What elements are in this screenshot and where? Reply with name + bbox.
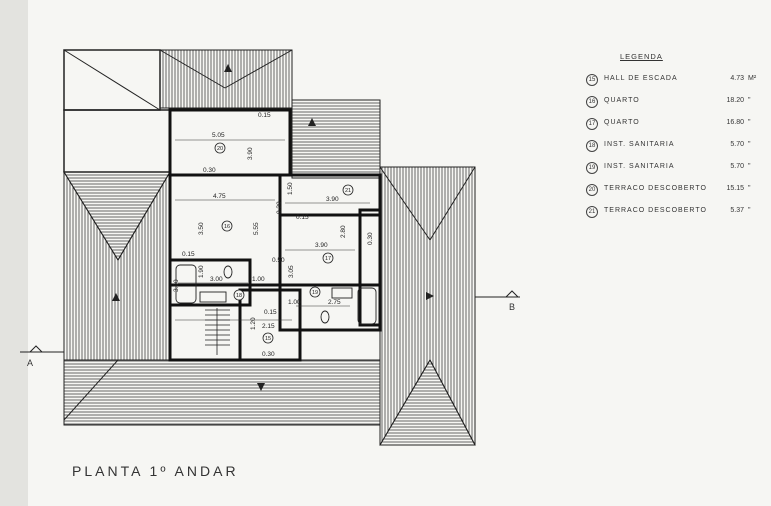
legend-label: INST. SANITARIA xyxy=(604,163,675,170)
dim-300b: 3.00 xyxy=(173,279,180,292)
legend-ditto: " xyxy=(748,207,751,214)
upper-terrace-block xyxy=(63,49,171,173)
legend-area: 4.73 xyxy=(730,75,744,82)
legend-row: 20 TERRACO DESCOBERTO 15.15 " xyxy=(580,184,760,198)
legend-number: 20 xyxy=(586,184,598,196)
dim-390b: 3.90 xyxy=(326,196,339,203)
room-15-label: 15 xyxy=(265,336,271,342)
legend-area: 16.80 xyxy=(726,119,744,126)
dim-030d: 0.30 xyxy=(262,351,275,358)
legend-number: 17 xyxy=(586,118,598,130)
room-16-label: 16 xyxy=(224,224,230,230)
legend-label: QUARTO xyxy=(604,97,640,104)
legend-number: 16 xyxy=(586,96,598,108)
dim-150: 1.50 xyxy=(287,182,294,195)
dim-215: 2.15 xyxy=(262,323,275,330)
legend-label: HALL DE ESCADA xyxy=(604,75,678,82)
legend-area: 5.70 xyxy=(730,163,744,170)
legend-area: 5.37 xyxy=(730,207,744,214)
legend-ditto: " xyxy=(748,119,751,126)
legend-label: INST. SANITARIA xyxy=(604,141,675,148)
legend-unit: M² xyxy=(748,75,757,82)
drawing-title: PLANTA 1º ANDAR xyxy=(72,463,239,479)
dim-390a: 3.90 xyxy=(247,147,254,160)
section-a-label: A xyxy=(27,358,34,368)
dim-015a: 0.15 xyxy=(258,112,271,119)
dim-305: 3.05 xyxy=(288,265,295,278)
dim-015d: 0.15 xyxy=(264,309,277,316)
legend-row: 16 QUARTO 18.20 " xyxy=(580,96,760,110)
dim-390c: 3.90 xyxy=(315,242,328,249)
legend-row: 21 TERRACO DESCOBERTO 5.37 " xyxy=(580,206,760,220)
room-19-label: 19 xyxy=(312,290,318,296)
dim-275: 2.75 xyxy=(328,299,341,306)
room-17-label: 17 xyxy=(325,256,331,262)
dim-100a: 1.00 xyxy=(252,276,265,283)
legend-label: TERRACO DESCOBERTO xyxy=(604,185,707,192)
legend-ditto: " xyxy=(748,185,751,192)
dim-555: 5.55 xyxy=(253,222,260,235)
legend-ditto: " xyxy=(748,163,751,170)
legend-row: 15 HALL DE ESCADA 4.73 M² xyxy=(580,74,760,88)
legend-number: 18 xyxy=(586,140,598,152)
legend-area: 15.15 xyxy=(726,185,744,192)
dimension-lines xyxy=(175,139,370,321)
legend-row: 17 QUARTO 16.80 " xyxy=(580,118,760,132)
dim-100b: 1.00 xyxy=(288,299,301,306)
legend-row: 18 INST. SANITARIA 5.70 " xyxy=(580,140,760,154)
legend-label: TERRACO DESCOBERTO xyxy=(604,207,707,214)
scan-shadow xyxy=(0,0,28,506)
dim-030c: 0.30 xyxy=(367,232,374,245)
room-18-label: 18 xyxy=(236,293,242,299)
walls xyxy=(168,108,382,362)
legend-area: 5.70 xyxy=(730,141,744,148)
legend-label: QUARTO xyxy=(604,119,640,126)
legend-row: 19 INST. SANITARIA 5.70 " xyxy=(580,162,760,176)
room-20-label: 20 xyxy=(217,146,223,152)
legend-area: 18.20 xyxy=(726,97,744,104)
section-markers xyxy=(20,290,520,353)
dim-015c: 0.15 xyxy=(182,251,195,258)
roof-slope-arrows xyxy=(112,64,434,391)
dim-475: 4.75 xyxy=(213,193,226,200)
dim-030a: 0.30 xyxy=(203,167,216,174)
legend-ditto: " xyxy=(748,97,751,104)
dim-030b: 0.30 xyxy=(276,201,283,214)
legend-title: LEGENDA xyxy=(620,52,663,61)
stair xyxy=(205,308,230,355)
dim-120: 1.20 xyxy=(250,317,257,330)
legend-number: 19 xyxy=(586,162,598,174)
room-number-circles xyxy=(214,142,354,344)
legend-ditto: " xyxy=(748,141,751,148)
dim-190: 1.90 xyxy=(198,265,205,278)
dim-050: 0.50 xyxy=(272,257,285,264)
room-21-label: 21 xyxy=(345,188,351,194)
bath-fixtures xyxy=(175,264,377,325)
legend-number: 21 xyxy=(586,206,598,218)
dim-280: 2.80 xyxy=(340,225,347,238)
dim-015b: 0.15 xyxy=(296,214,309,221)
dim-350: 3.50 xyxy=(198,222,205,235)
legend-number: 15 xyxy=(586,74,598,86)
dim-300a: 3.00 xyxy=(210,276,223,283)
section-b-label: B xyxy=(509,302,516,312)
dim-505: 5.05 xyxy=(212,132,225,139)
